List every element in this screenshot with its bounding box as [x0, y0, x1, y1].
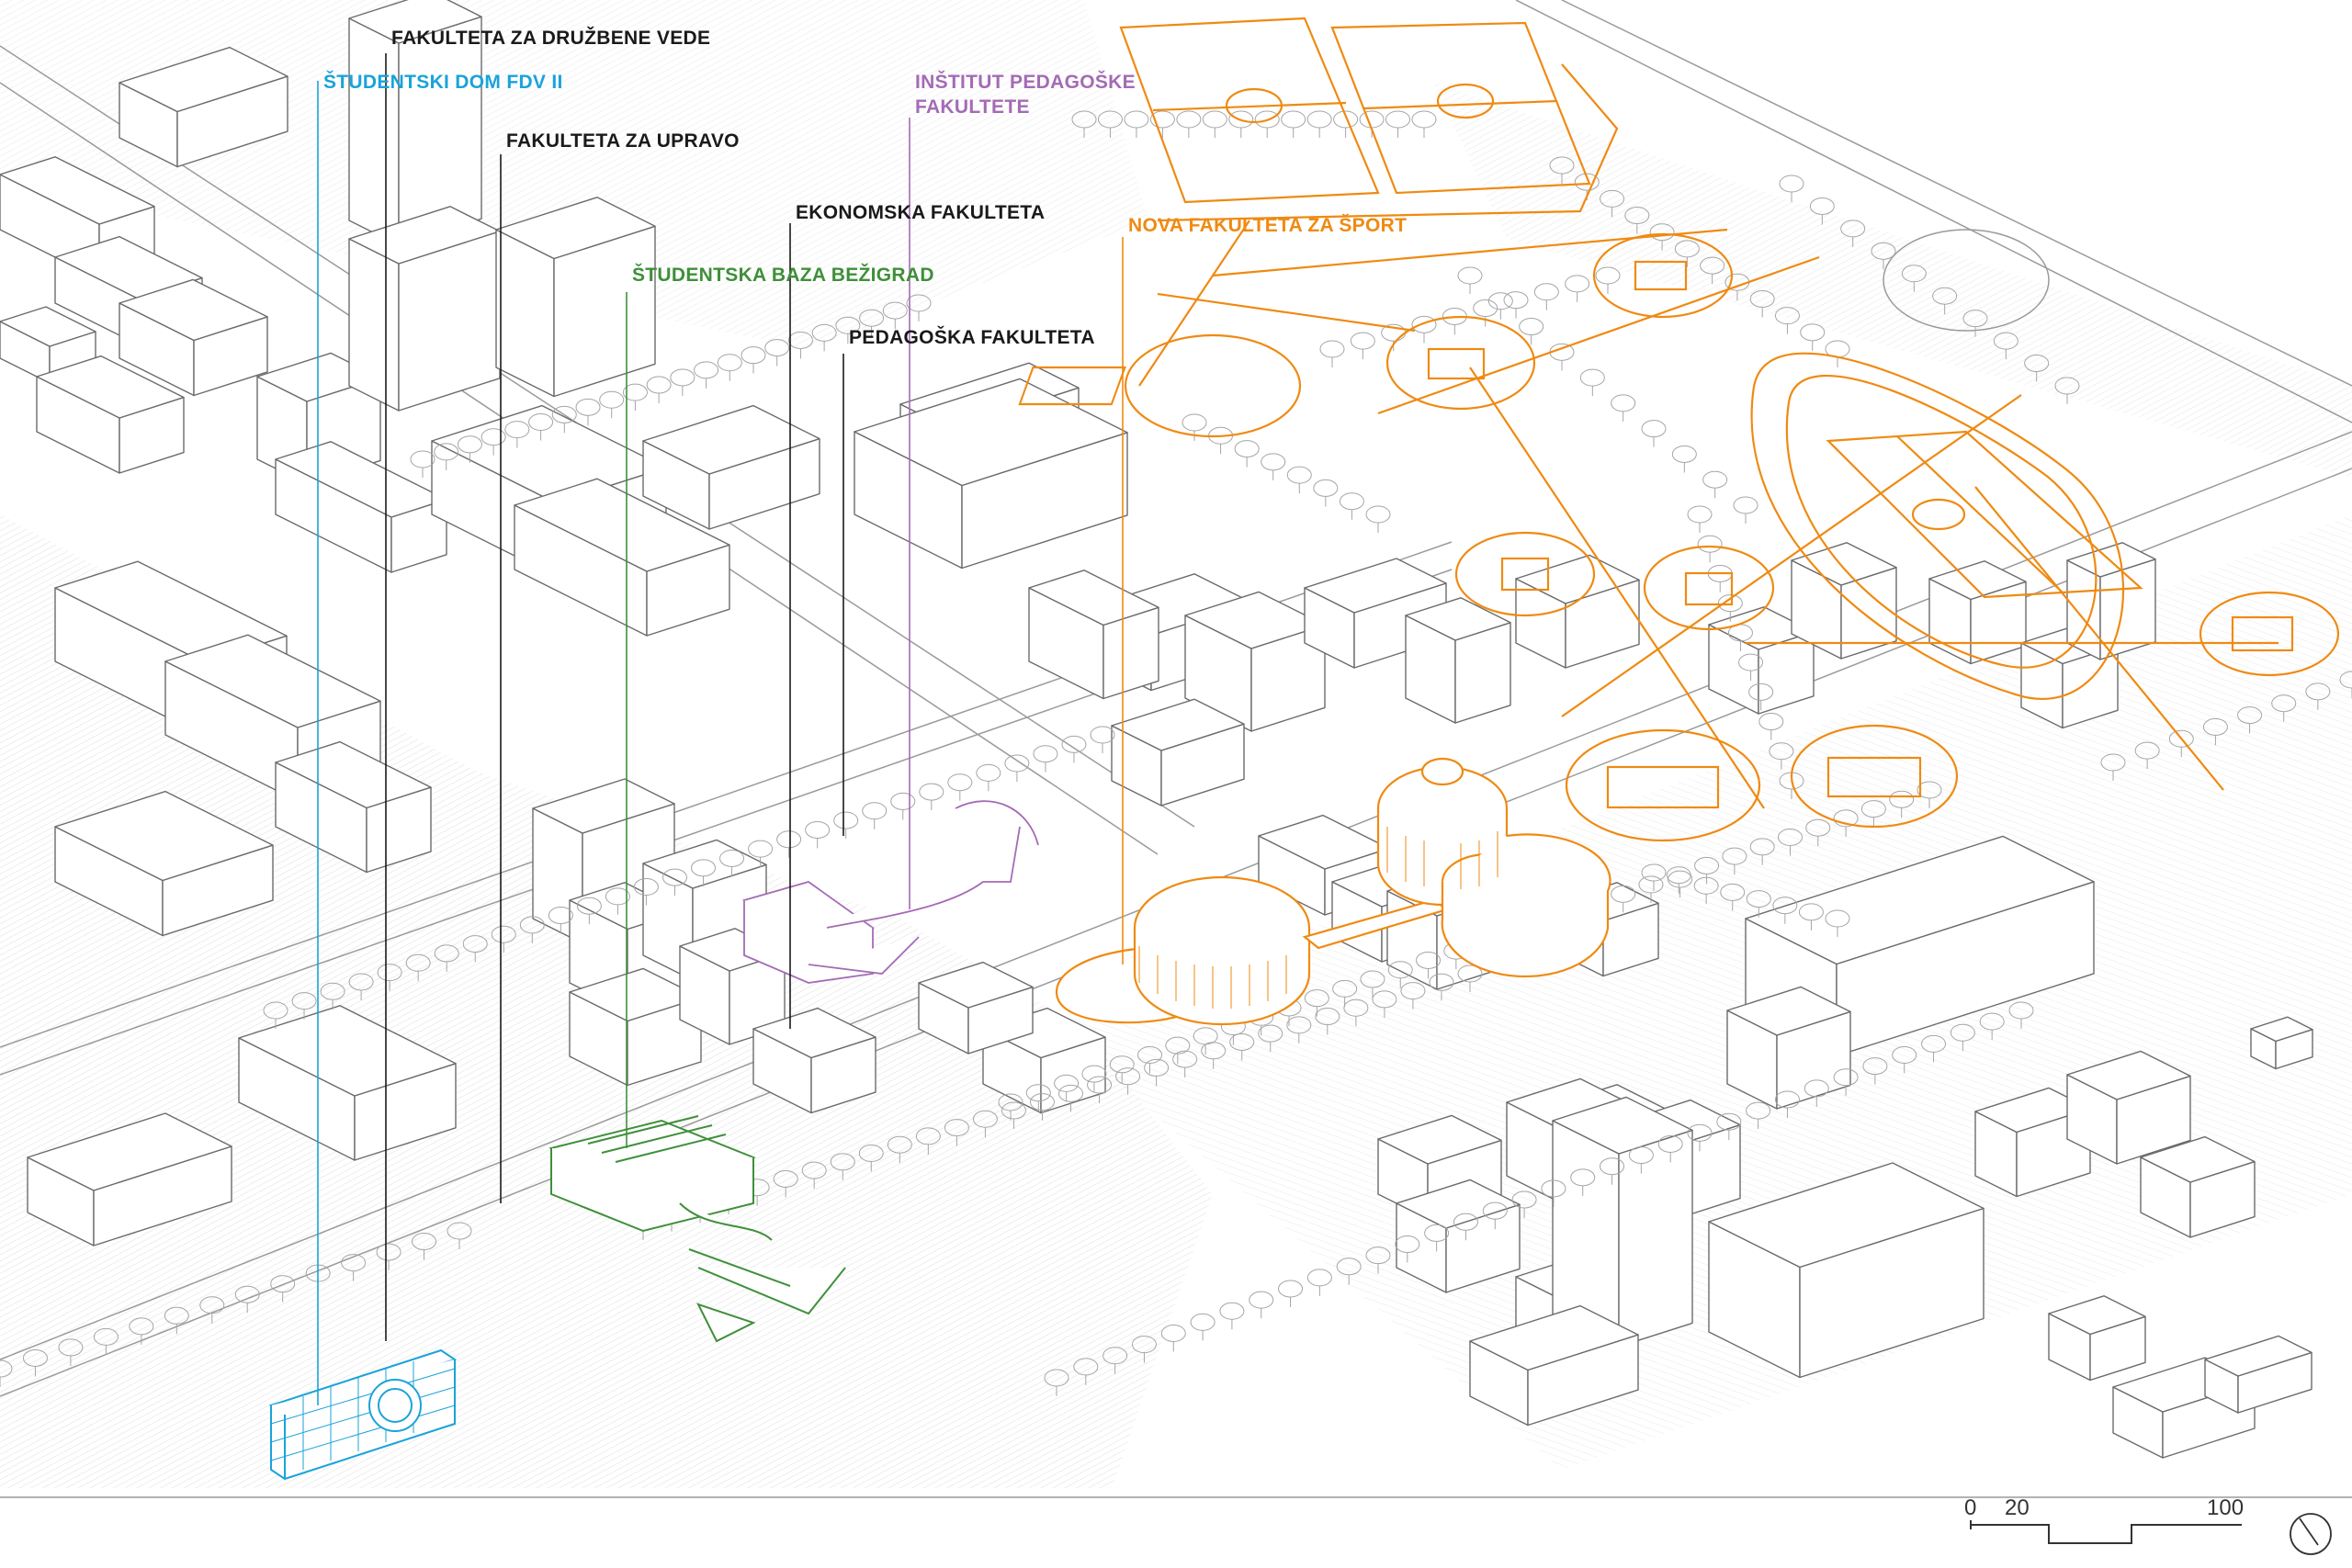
label-institut-pedagoske-fakultete: INŠTITUT PEDAGOŠKE FAKULTETE [915, 72, 1136, 118]
studentska-baza-building [548, 1115, 846, 1343]
sport-facilities [1018, 17, 2340, 842]
trees [0, 110, 2352, 1396]
scale-tick-20: 20 [2005, 1495, 2030, 1520]
label-ekonomska-fakulteta: EKONOMSKA FAKULTETA [796, 202, 1046, 223]
nova-fakulteta-za-sport-building [1055, 757, 1611, 1026]
label-fakulteta-za-druzbene-vede: FAKULTETA ZA DRUŽBENE VEDE [391, 28, 711, 49]
scale-tick-0: 0 [1964, 1495, 1977, 1520]
north-arrow-icon [2290, 1513, 2332, 1555]
leader-lines [317, 53, 1124, 1405]
label-pedagoska-fakulteta: PEDAGOŠKA FAKULTETA [849, 327, 1095, 348]
label-fakulteta-za-upravo: FAKULTETA ZA UPRAVO [506, 130, 740, 152]
label-studentski-dom-fdv-ii: ŠTUDENTSKI DOM FDV II [323, 72, 563, 93]
label-nova-fakulteta-za-sport: NOVA FAKULTETA ZA ŠPORT [1128, 215, 1408, 236]
scale-tick-100: 100 [2207, 1495, 2245, 1520]
studentski-dom-building [268, 1348, 458, 1481]
context-buildings [0, 0, 2313, 1459]
scale-bar [1970, 1520, 2242, 1544]
institut-pedagoske-building [741, 800, 1039, 984]
label-studentska-baza-bezigrad: ŠTUDENTSKA BAZA BEŽIGRAD [632, 265, 934, 286]
